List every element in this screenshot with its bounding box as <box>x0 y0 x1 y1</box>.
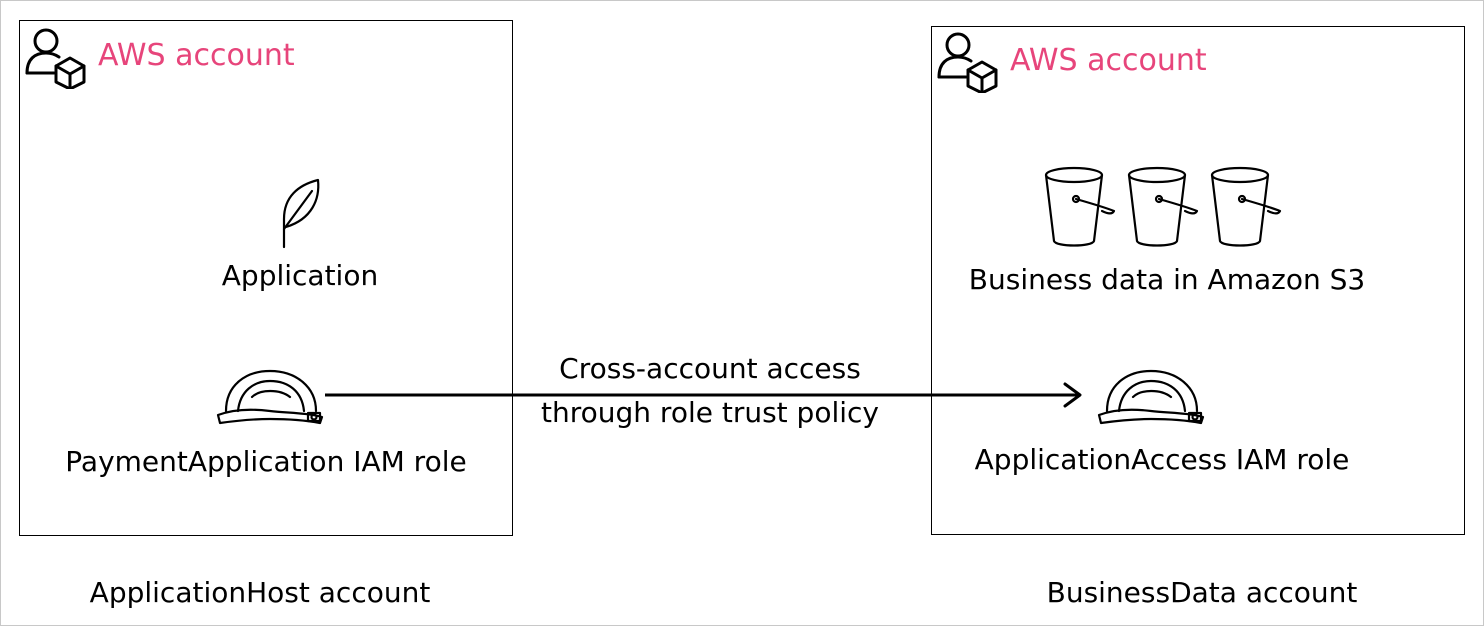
application-host-account-box: AWS account Application PaymentApplicati… <box>19 20 513 536</box>
aws-account-icon <box>25 28 86 89</box>
iam-role-helmet-icon <box>216 369 324 425</box>
account-header-title: AWS account <box>1010 43 1207 78</box>
arrow-label-line-2: through role trust policy <box>541 396 879 429</box>
application-access-role-label: ApplicationAccess IAM role <box>974 443 1350 476</box>
business-data-caption: BusinessData account <box>1046 576 1358 609</box>
s3-bucket-icon <box>1210 166 1282 247</box>
application-label: Application <box>221 259 379 292</box>
account-header-title: AWS account <box>98 38 295 73</box>
application-host-caption: ApplicationHost account <box>89 576 431 609</box>
iam-role-helmet-icon <box>1097 369 1205 425</box>
s3-bucket-icon <box>1127 166 1199 247</box>
payment-application-role-label: PaymentApplication IAM role <box>65 445 467 478</box>
aws-account-icon <box>937 32 998 93</box>
business-data-account-box: AWS account Business data in Amazon S3 <box>931 26 1465 535</box>
leaf-icon <box>282 178 320 249</box>
business-data-label: Business data in Amazon S3 <box>968 263 1366 296</box>
arrow-label-line-1: Cross-account access <box>559 352 861 385</box>
s3-bucket-icon <box>1044 166 1116 247</box>
